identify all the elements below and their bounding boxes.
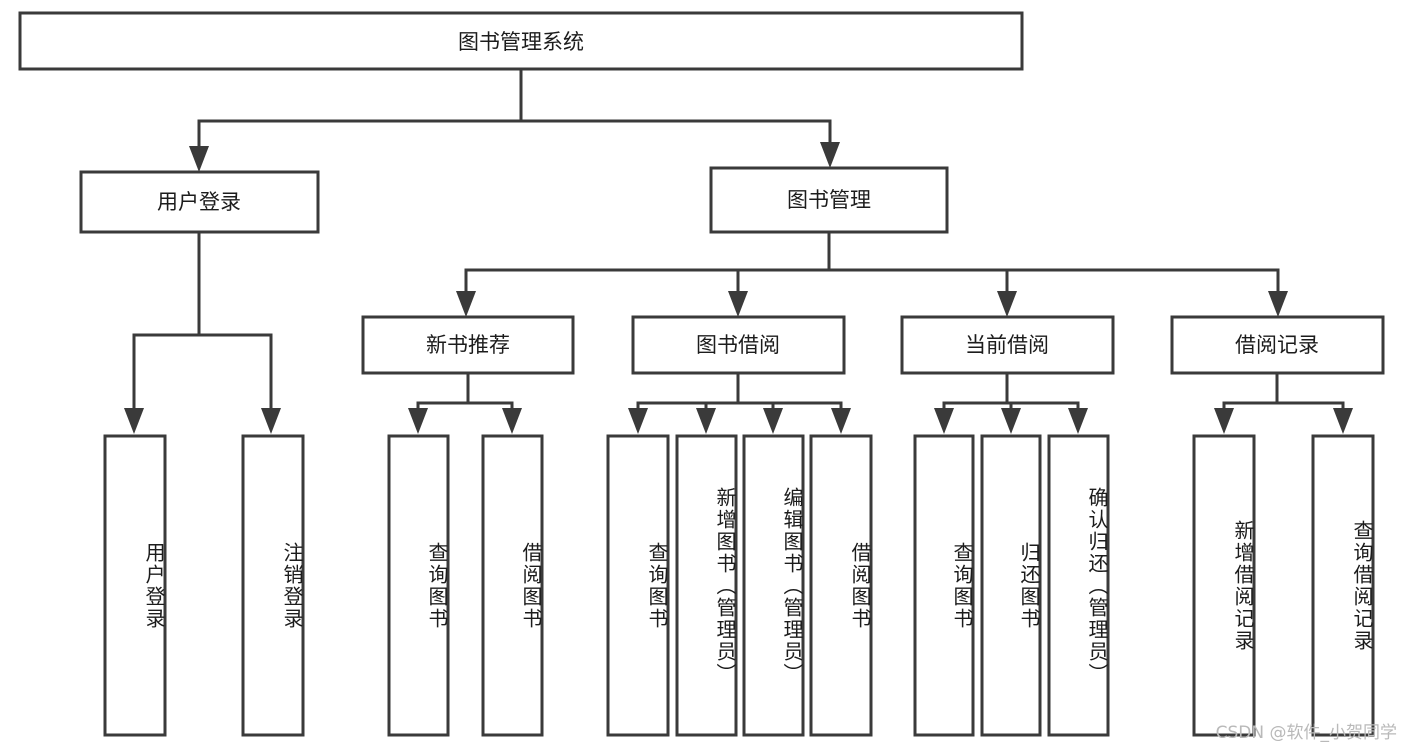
arrow-head-new-book-recommend: [456, 291, 476, 317]
arrow-head-borrow-record: [1268, 291, 1288, 317]
connector-current-borrow-to-leaves: [934, 371, 1088, 434]
leaf-box-return-book[interactable]: [980, 434, 1042, 737]
leaf-box-query-borrow-record[interactable]: [1311, 434, 1375, 737]
node-book-manage-box[interactable]: [709, 166, 949, 234]
arrow-head-leaf-add-borrow-record: [1214, 408, 1234, 434]
arrow-head-book-borrow: [728, 291, 748, 317]
node-current-borrow-box[interactable]: [900, 315, 1115, 375]
arrow-head-leaf-query-book-1: [408, 408, 428, 434]
leaf-box-edit-book-admin[interactable]: [742, 434, 805, 737]
node-borrow-record-box[interactable]: [1170, 315, 1385, 375]
leaf-box-add-book-admin[interactable]: [675, 434, 738, 737]
connector-new-book-recommend-to-leaves: [408, 371, 522, 434]
node-book-manage-label: 图书管理: [787, 188, 871, 212]
node-new-book-recommend-box[interactable]: [361, 315, 575, 375]
arrow-head-leaf-query-book-2: [628, 408, 648, 434]
connector-book-manage-to-level2: [456, 230, 1288, 317]
node-root-box[interactable]: [18, 11, 1024, 71]
leaf-box-add-borrow-record[interactable]: [1192, 434, 1256, 737]
node-root[interactable]: 图书管理系统: [18, 11, 1024, 71]
arrow-head-book-manage: [820, 142, 840, 168]
arrow-head-leaf-query-book-3: [934, 408, 954, 434]
arrow-head-leaf-logout-login: [261, 408, 281, 434]
connector-user-login-to-leaves: [124, 230, 281, 434]
leaf-box-query-book-1[interactable]: [387, 434, 450, 737]
node-current-borrow-label: 当前借阅: [965, 333, 1049, 357]
leaf-box-query-book-2[interactable]: [606, 434, 670, 737]
node-book-borrow[interactable]: 图书借阅: [631, 315, 846, 375]
leaf-box-logout-login[interactable]: [241, 434, 305, 737]
arrow-head-leaf-add-book-admin: [696, 408, 716, 434]
arrow-head-leaf-query-borrow-record: [1333, 408, 1353, 434]
node-book-borrow-label: 图书借阅: [696, 333, 780, 357]
node-book-borrow-box[interactable]: [631, 315, 846, 375]
node-book-manage[interactable]: 图书管理: [709, 166, 949, 234]
arrow-head-leaf-user-login: [124, 408, 144, 434]
leaf-box-user-login[interactable]: [103, 434, 167, 737]
node-user-login[interactable]: 用户登录: [79, 170, 320, 234]
connector-book-borrow-to-leaves: [628, 371, 851, 434]
node-user-login-label: 用户登录: [157, 190, 241, 214]
arrow-head-current-borrow: [997, 291, 1017, 317]
node-borrow-record[interactable]: 借阅记录: [1170, 315, 1385, 375]
csdn-watermark: CSDN @软件_小贺同学: [1215, 723, 1397, 743]
arrow-head-user-login: [189, 146, 209, 172]
node-root-label: 图书管理系统: [458, 30, 584, 54]
connector-borrow-record-to-leaves: [1214, 371, 1353, 434]
arrow-head-leaf-borrow-book-1: [502, 408, 522, 434]
arrow-head-leaf-edit-book-admin: [763, 408, 783, 434]
arrow-head-leaf-confirm-return-admin: [1068, 408, 1088, 434]
leaf-box-query-book-3[interactable]: [913, 434, 975, 737]
connector-root-to-level1: [189, 67, 840, 172]
node-borrow-record-label: 借阅记录: [1235, 333, 1319, 357]
node-new-book-recommend-label: 新书推荐: [426, 333, 510, 357]
arrow-head-leaf-return-book: [1001, 408, 1021, 434]
leaf-box-confirm-return-admin[interactable]: [1047, 434, 1110, 737]
arrow-head-leaf-borrow-book-2: [831, 408, 851, 434]
leaf-box-borrow-book-2[interactable]: [809, 434, 873, 737]
node-current-borrow[interactable]: 当前借阅: [900, 315, 1115, 375]
node-new-book-recommend[interactable]: 新书推荐: [361, 315, 575, 375]
leaf-box-borrow-book-1[interactable]: [481, 434, 544, 737]
